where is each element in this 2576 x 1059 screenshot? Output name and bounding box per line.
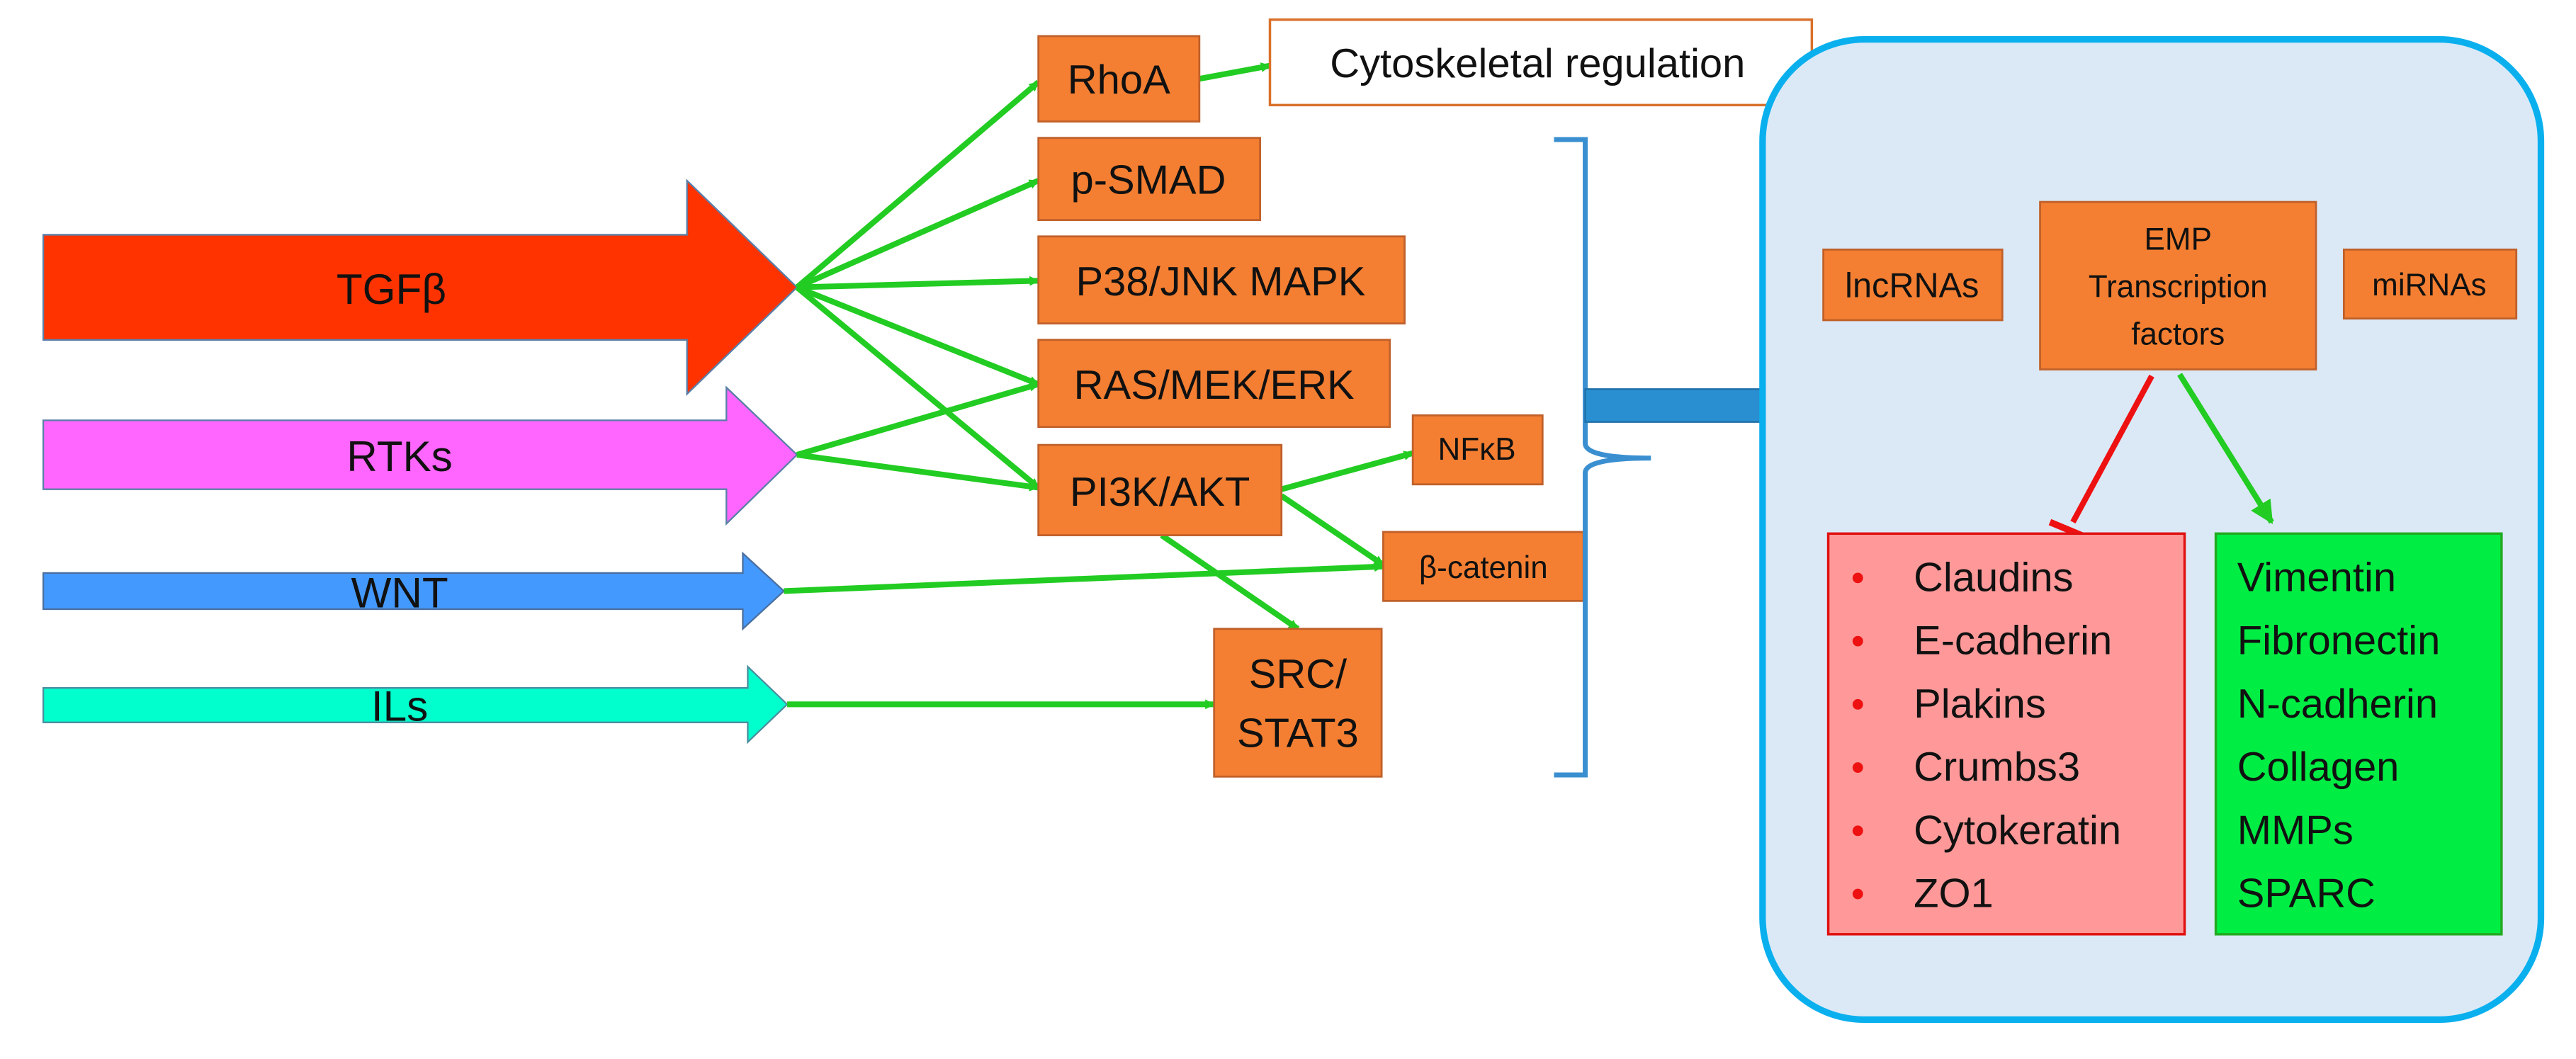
wnt-to-bcatenin-arrow (784, 562, 1384, 594)
cytoskeletal-label: Cytoskeletal regulation (1330, 41, 1745, 86)
nfkb-box (1411, 414, 1544, 486)
epithelial-marker-item: Claudins (1914, 555, 2073, 600)
rhoa-box (1037, 35, 1201, 123)
activation-arrow (2177, 373, 2274, 524)
epithelial-bullet (1852, 572, 1863, 584)
rtk-to-ras-arrow (796, 381, 1040, 458)
bcatenin-box (1382, 531, 1585, 602)
tgf-to-p38-arrow (796, 276, 1040, 290)
epithelial-marker-item: Crumbs3 (1914, 744, 2080, 790)
inhibition-line (2070, 374, 2154, 523)
pi3k-box (1037, 443, 1283, 537)
rhoa-to-cyto-arrow (1199, 62, 1271, 82)
nfkb-label: NFκB (1438, 432, 1516, 467)
tgf-to-psmad-arrow (796, 178, 1040, 290)
psmad-label: p-SMAD (1071, 158, 1226, 203)
wnt-label: WNT (351, 569, 448, 617)
mesenchymal-marker-item: Vimentin (2237, 555, 2396, 600)
panel-regulators: lncRNAs EMP Transcription factors miRNAs (1822, 200, 2518, 370)
p38-box (1037, 235, 1406, 325)
signaling-connectors (784, 62, 1414, 710)
rhoa-label: RhoA (1068, 57, 1170, 103)
mesenchymal-markers-list: VimentinFibronectinN-cadherinCollagenMMP… (2237, 555, 2441, 916)
epithelial-marker-item: E-cadherin (1914, 618, 2112, 664)
mesenchymal-marker-item: MMPs (2237, 808, 2354, 853)
p38-label: P38/JNK MAPK (1076, 259, 1366, 305)
mirnas-label: miRNAs (2372, 268, 2486, 302)
epithelial-bullet (1852, 762, 1863, 774)
tgf-beta-label: TGFβ (337, 265, 446, 313)
mesenchymal-marker-item: N-cadherin (2237, 681, 2438, 727)
lncrnas-box (1822, 248, 2004, 322)
ils-label: ILs (371, 682, 428, 730)
bcatenin-label: β-catenin (1419, 550, 1548, 585)
rtk-to-pi3k-arrow (796, 452, 1040, 492)
mesenchymal-marker-item: Fibronectin (2237, 618, 2441, 664)
wnt-arrow (42, 551, 786, 631)
src-stat3-label-line1: SRC/ (1249, 652, 1348, 697)
mesenchymal-marker-item: Collagen (2237, 744, 2400, 790)
ras-label: RAS/MEK/ERK (1074, 363, 1355, 408)
mesenchymal-marker-item: SPARC (2237, 871, 2376, 917)
rtks-arrow (42, 385, 798, 526)
ils-arrow (42, 664, 789, 744)
pi3k-to-bcatenin-arrow (1279, 493, 1385, 567)
epithelial-marker-item: Cytokeratin (1914, 808, 2121, 853)
emp-tf-box (2039, 200, 2317, 370)
tgf-to-rhoa-arrow (795, 79, 1041, 290)
mesenchymal-markers-box (2214, 532, 2503, 936)
epithelial-bullet (1852, 635, 1863, 647)
emp-tf-label-line1: EMP (2145, 222, 2212, 256)
pi3k-to-nfkb-arrow (1280, 450, 1414, 492)
emp-tf-label-line3: factors (2131, 317, 2225, 352)
lncrnas-label: lncRNAs (1845, 267, 1979, 305)
tgf-beta-arrow (42, 179, 798, 397)
grouping-bracket (1554, 137, 1651, 778)
signaling-nodes: RhoA p-SMAD P38/JNK MAPK RAS/MEK/ERK PI3… (1037, 18, 1814, 778)
pi3k-label: PI3K/AKT (1070, 470, 1250, 515)
mirnas-box (2342, 248, 2518, 320)
epithelial-markers-box (1826, 532, 2186, 936)
epithelial-markers-list: ClaudinsE-cadherinPlakinsCrumbs3Cytokera… (1852, 555, 2121, 917)
emp-tf-label-line2: Transcription (2089, 270, 2268, 305)
pi3k-to-src-arrow (1160, 533, 1300, 632)
epithelial-bullet (1852, 888, 1863, 900)
epithelial-marker-item: Plakins (1914, 681, 2046, 727)
src-stat3-box (1213, 628, 1383, 778)
tgf-to-ras-arrow (796, 284, 1040, 387)
tgf-to-pi3k-arrow (795, 285, 1041, 490)
src-stat3-label-line2: STAT3 (1237, 711, 1359, 757)
ras-box (1037, 339, 1391, 429)
rtks-label: RTKs (346, 432, 453, 480)
psmad-box (1037, 137, 1261, 221)
epithelial-bullet (1852, 825, 1863, 837)
epithelial-marker-item: ZO1 (1914, 871, 1994, 917)
epithelial-bullet (1852, 698, 1863, 710)
